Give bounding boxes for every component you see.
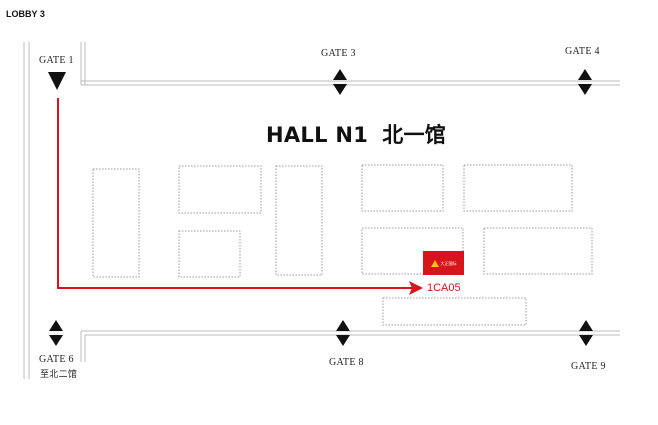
booth-block (483, 227, 593, 275)
gate-3-arrows-icon (333, 69, 347, 95)
gate-9-arrows-icon (579, 320, 593, 346)
north-wall (80, 42, 620, 86)
booth-block (92, 168, 140, 278)
gate-6-label: GATE 6 (39, 354, 74, 365)
gate-4-arrows-icon (578, 69, 592, 95)
booth-id-label[interactable]: 1CA05 (427, 282, 461, 294)
route-arrowhead-icon (409, 281, 423, 295)
gate-8-label: GATE 8 (329, 357, 364, 368)
booth-block (178, 230, 241, 278)
route-path (57, 98, 412, 289)
logo-text: 大正国际 (440, 260, 457, 266)
booth-logo[interactable]: 大正国际 (423, 251, 464, 275)
booth-block (178, 165, 262, 214)
hall-title: HALL N1 北一馆 (266, 119, 446, 149)
gate-6-arrows-icon (49, 320, 63, 346)
lobby-label: LOBBY 3 (6, 9, 45, 19)
gate-9-label: GATE 9 (571, 361, 606, 372)
booth-block (463, 164, 573, 212)
booth-blocks (92, 164, 593, 326)
booth-block (382, 297, 527, 326)
booth-block (361, 164, 444, 212)
west-wall (23, 42, 30, 379)
gate-6-sublabel: 至北二馆 (40, 370, 78, 380)
gate-1-entrance-icon (48, 72, 66, 90)
gate-3-label: GATE 3 (321, 48, 356, 59)
south-wall (80, 330, 620, 362)
booth-block (275, 165, 323, 276)
logo-triangle-icon (430, 259, 439, 267)
gate-8-arrows-icon (336, 320, 350, 346)
hall-title-en: HALL N1 (266, 123, 369, 147)
gate-markers (49, 69, 593, 346)
hall-title-cn: 北一馆 (382, 123, 447, 147)
gate-1-label: GATE 1 (39, 55, 74, 66)
gate-4-label: GATE 4 (565, 46, 600, 57)
